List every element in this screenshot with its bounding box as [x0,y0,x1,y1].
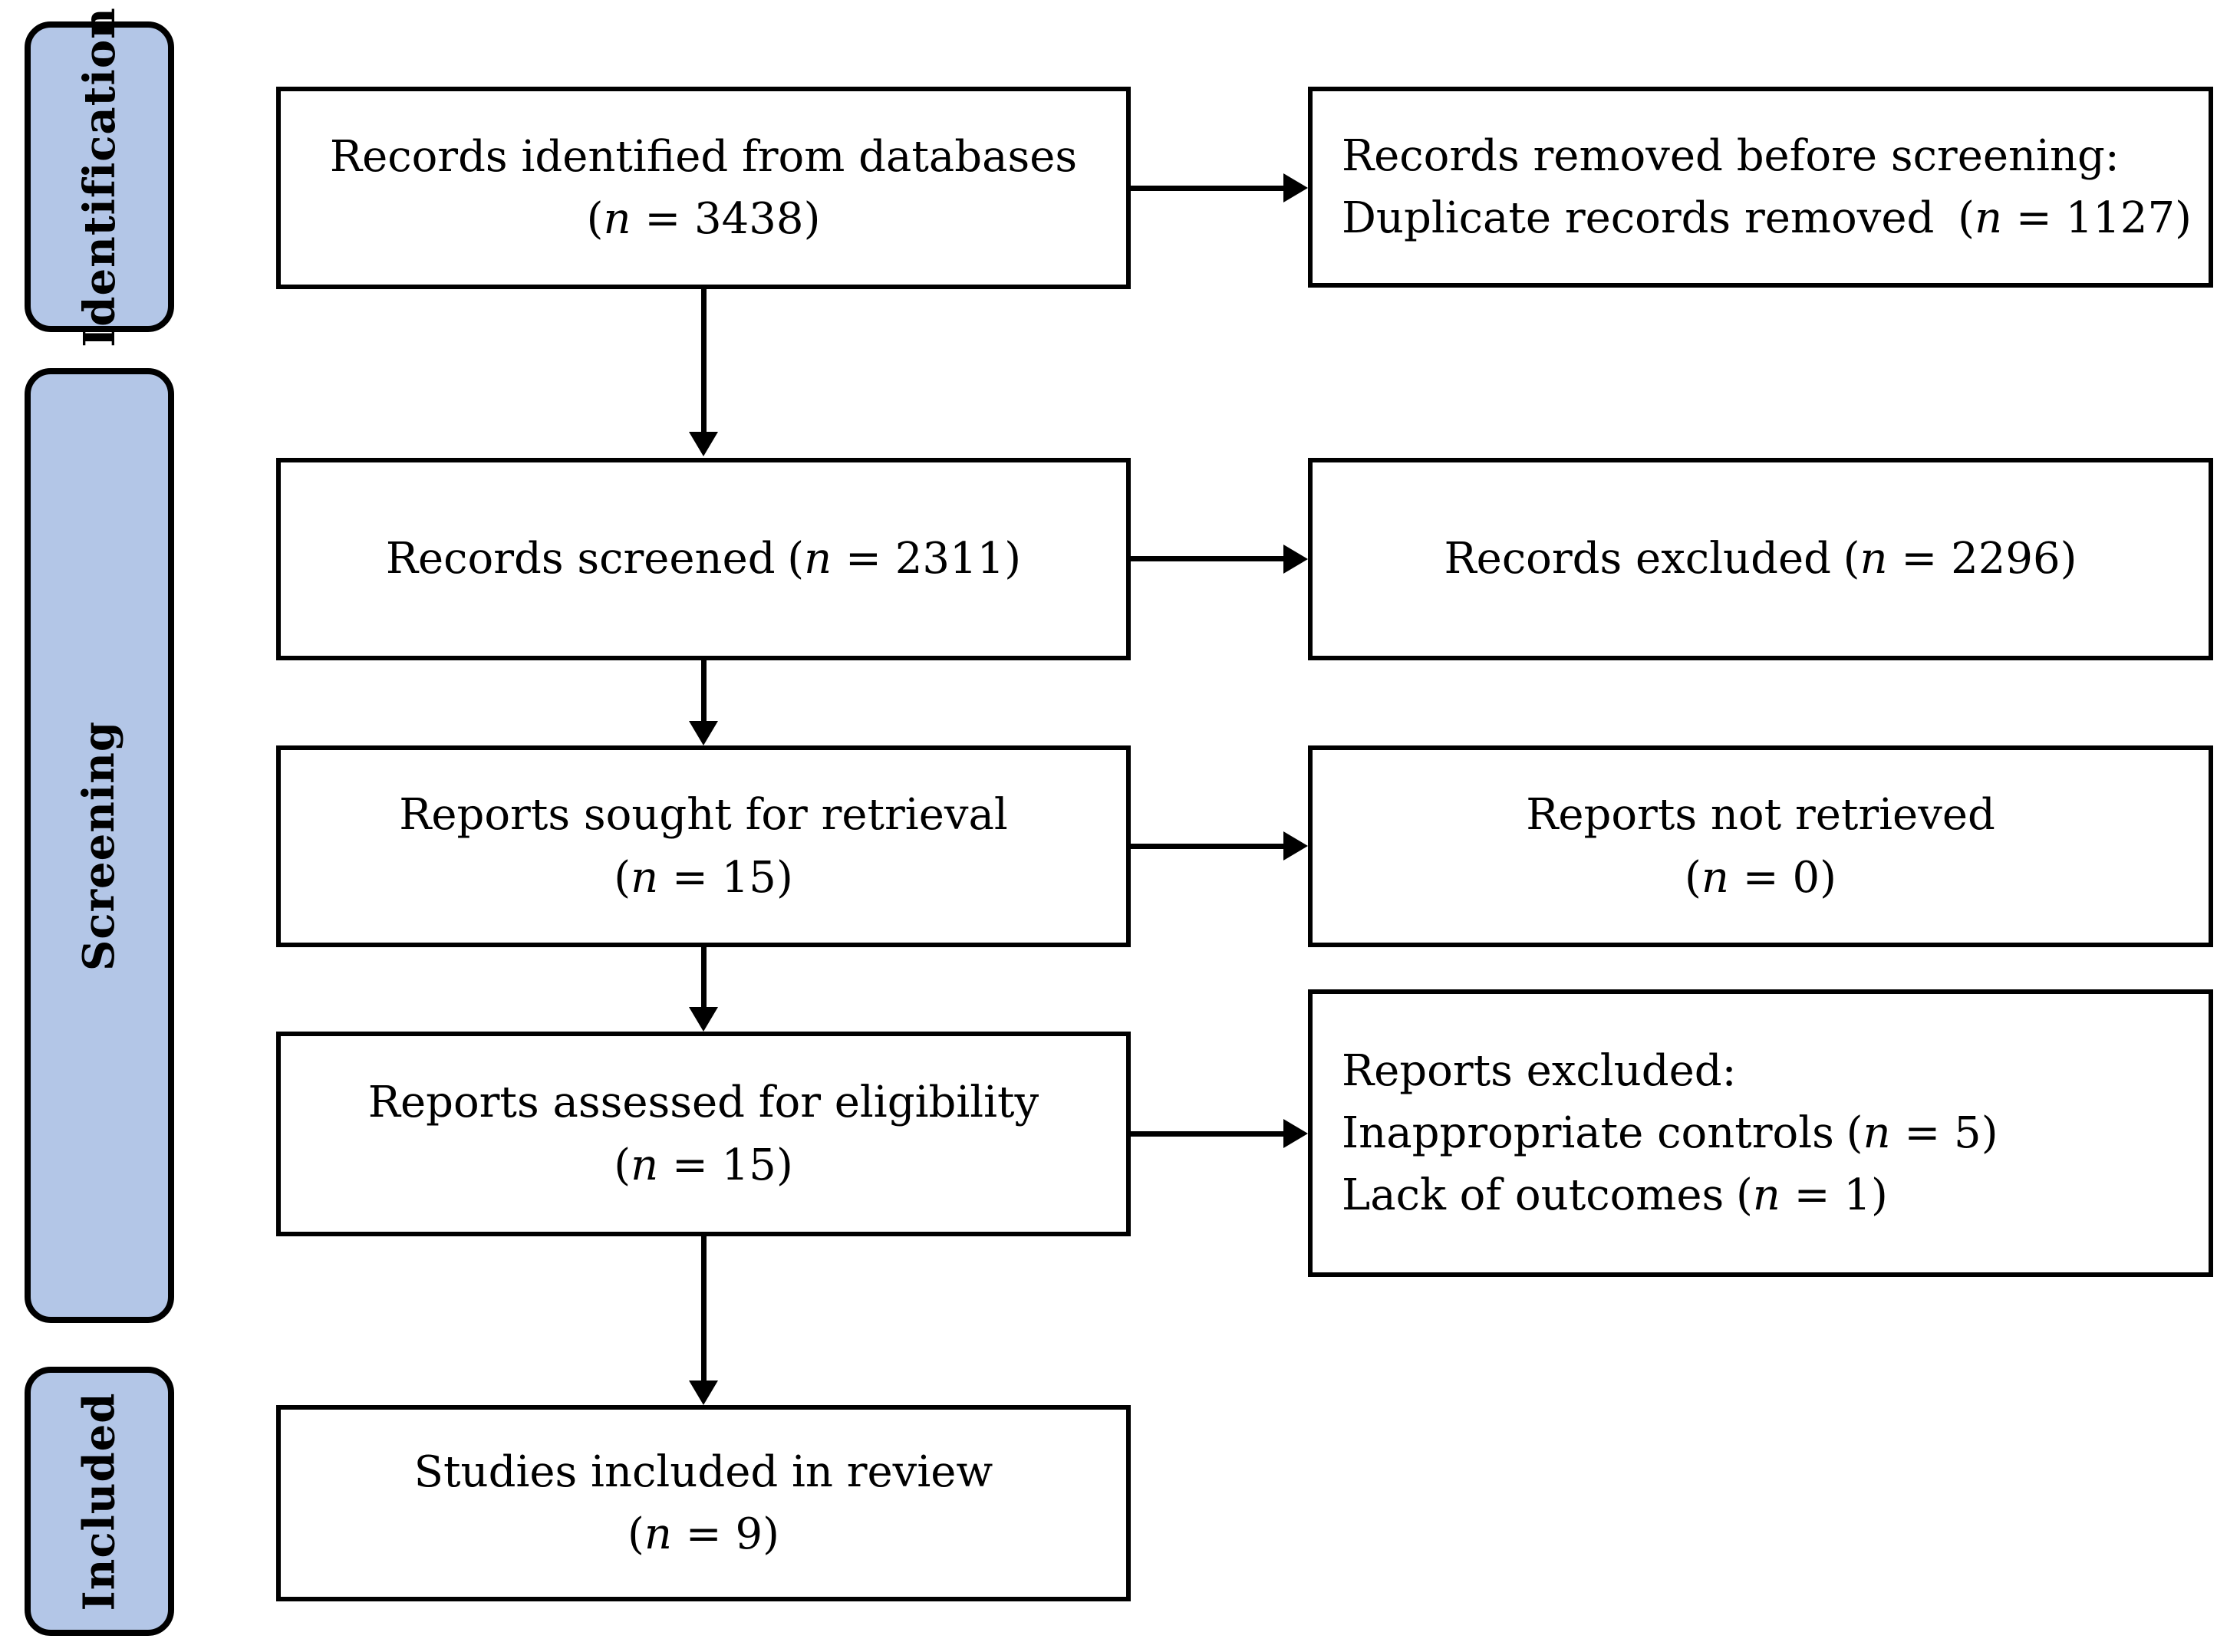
box-records-identified-count: (n = 3438) [586,194,821,244]
box-reports-sought-count: (n = 15) [614,852,793,903]
stage-identification: Identification [25,7,174,347]
n-symbol: n [1860,534,1888,584]
arrow-head [1283,545,1308,574]
arrow-head [689,721,718,745]
n-symbol: n [631,852,659,903]
arrow-line [701,660,707,723]
box-studies-included-label: Studies included in review [413,1446,993,1497]
box-reports-not-retrieved: Reports not retrieved (n = 0) [1308,745,2213,947]
box-reports-excluded: Reports excluded: Inappropriate controls… [1308,989,2213,1277]
box-studies-included-count: (n = 9) [628,1509,779,1559]
n-symbol: n [804,534,832,584]
box-records-screened-label: Records screened(n = 2311) [385,534,1022,584]
n-symbol: n [644,1509,672,1559]
box-reports-not-retrieved-count: (n = 0) [1685,852,1836,903]
box-reports-excluded-reason-2: Lack of outcomes(n = 1) [1342,1170,1888,1221]
box-reports-assessed: Reports assessed for eligibility (n = 15… [276,1032,1131,1236]
box-records-removed-reason: Duplicate records removed(n = 1127) [1342,193,2192,243]
stage-screening-label: Screening [74,720,125,971]
box-records-excluded-label: Records excluded(n = 2296) [1444,534,2077,584]
stage-included: Included [25,1367,174,1636]
box-reports-assessed-label: Reports assessed for eligibility [367,1078,1039,1128]
box-records-identified-label: Records identified from databases [329,131,1078,182]
box-records-identified: Records identified from databases (n = 3… [276,87,1131,289]
stage-included-label: Included [74,1392,125,1611]
box-reports-excluded-reason-1: Inappropriate controls(n = 5) [1342,1107,1998,1158]
box-records-removed-before-screening: Records removed before screening: Duplic… [1308,87,2213,288]
box-records-excluded: Records excluded(n = 2296) [1308,458,2213,660]
n-symbol: n [1863,1107,1891,1158]
box-reports-excluded-heading: Reports excluded: [1342,1045,1737,1096]
box-reports-sought: Reports sought for retrieval (n = 15) [276,745,1131,947]
arrow-head [1283,831,1308,861]
arrow-line [701,289,707,433]
arrow-head [1283,173,1308,202]
box-reports-sought-label: Reports sought for retrieval [399,790,1008,841]
arrow-line [1130,844,1285,849]
stage-identification-label: Identification [74,6,125,347]
stage-screening: Screening [25,368,174,1323]
arrow-head [689,432,718,456]
arrow-line [1130,1131,1285,1137]
arrow-line [1130,556,1285,561]
box-reports-not-retrieved-label: Reports not retrieved [1526,790,1995,841]
n-symbol: n [603,194,631,244]
arrow-line [701,1236,707,1382]
arrow-head [689,1381,718,1405]
box-reports-assessed-count: (n = 15) [614,1140,793,1190]
box-studies-included: Studies included in review (n = 9) [276,1405,1131,1601]
box-records-removed-heading: Records removed before screening: [1342,130,2120,181]
arrow-line [1130,186,1285,191]
arrow-head [689,1007,718,1032]
box-records-screened: Records screened(n = 2311) [276,458,1131,660]
arrow-line [701,947,707,1009]
arrow-head [1283,1119,1308,1148]
n-symbol: n [631,1140,659,1190]
n-symbol: n [1974,193,2003,243]
n-symbol: n [1701,852,1729,903]
n-symbol: n [1752,1170,1780,1221]
